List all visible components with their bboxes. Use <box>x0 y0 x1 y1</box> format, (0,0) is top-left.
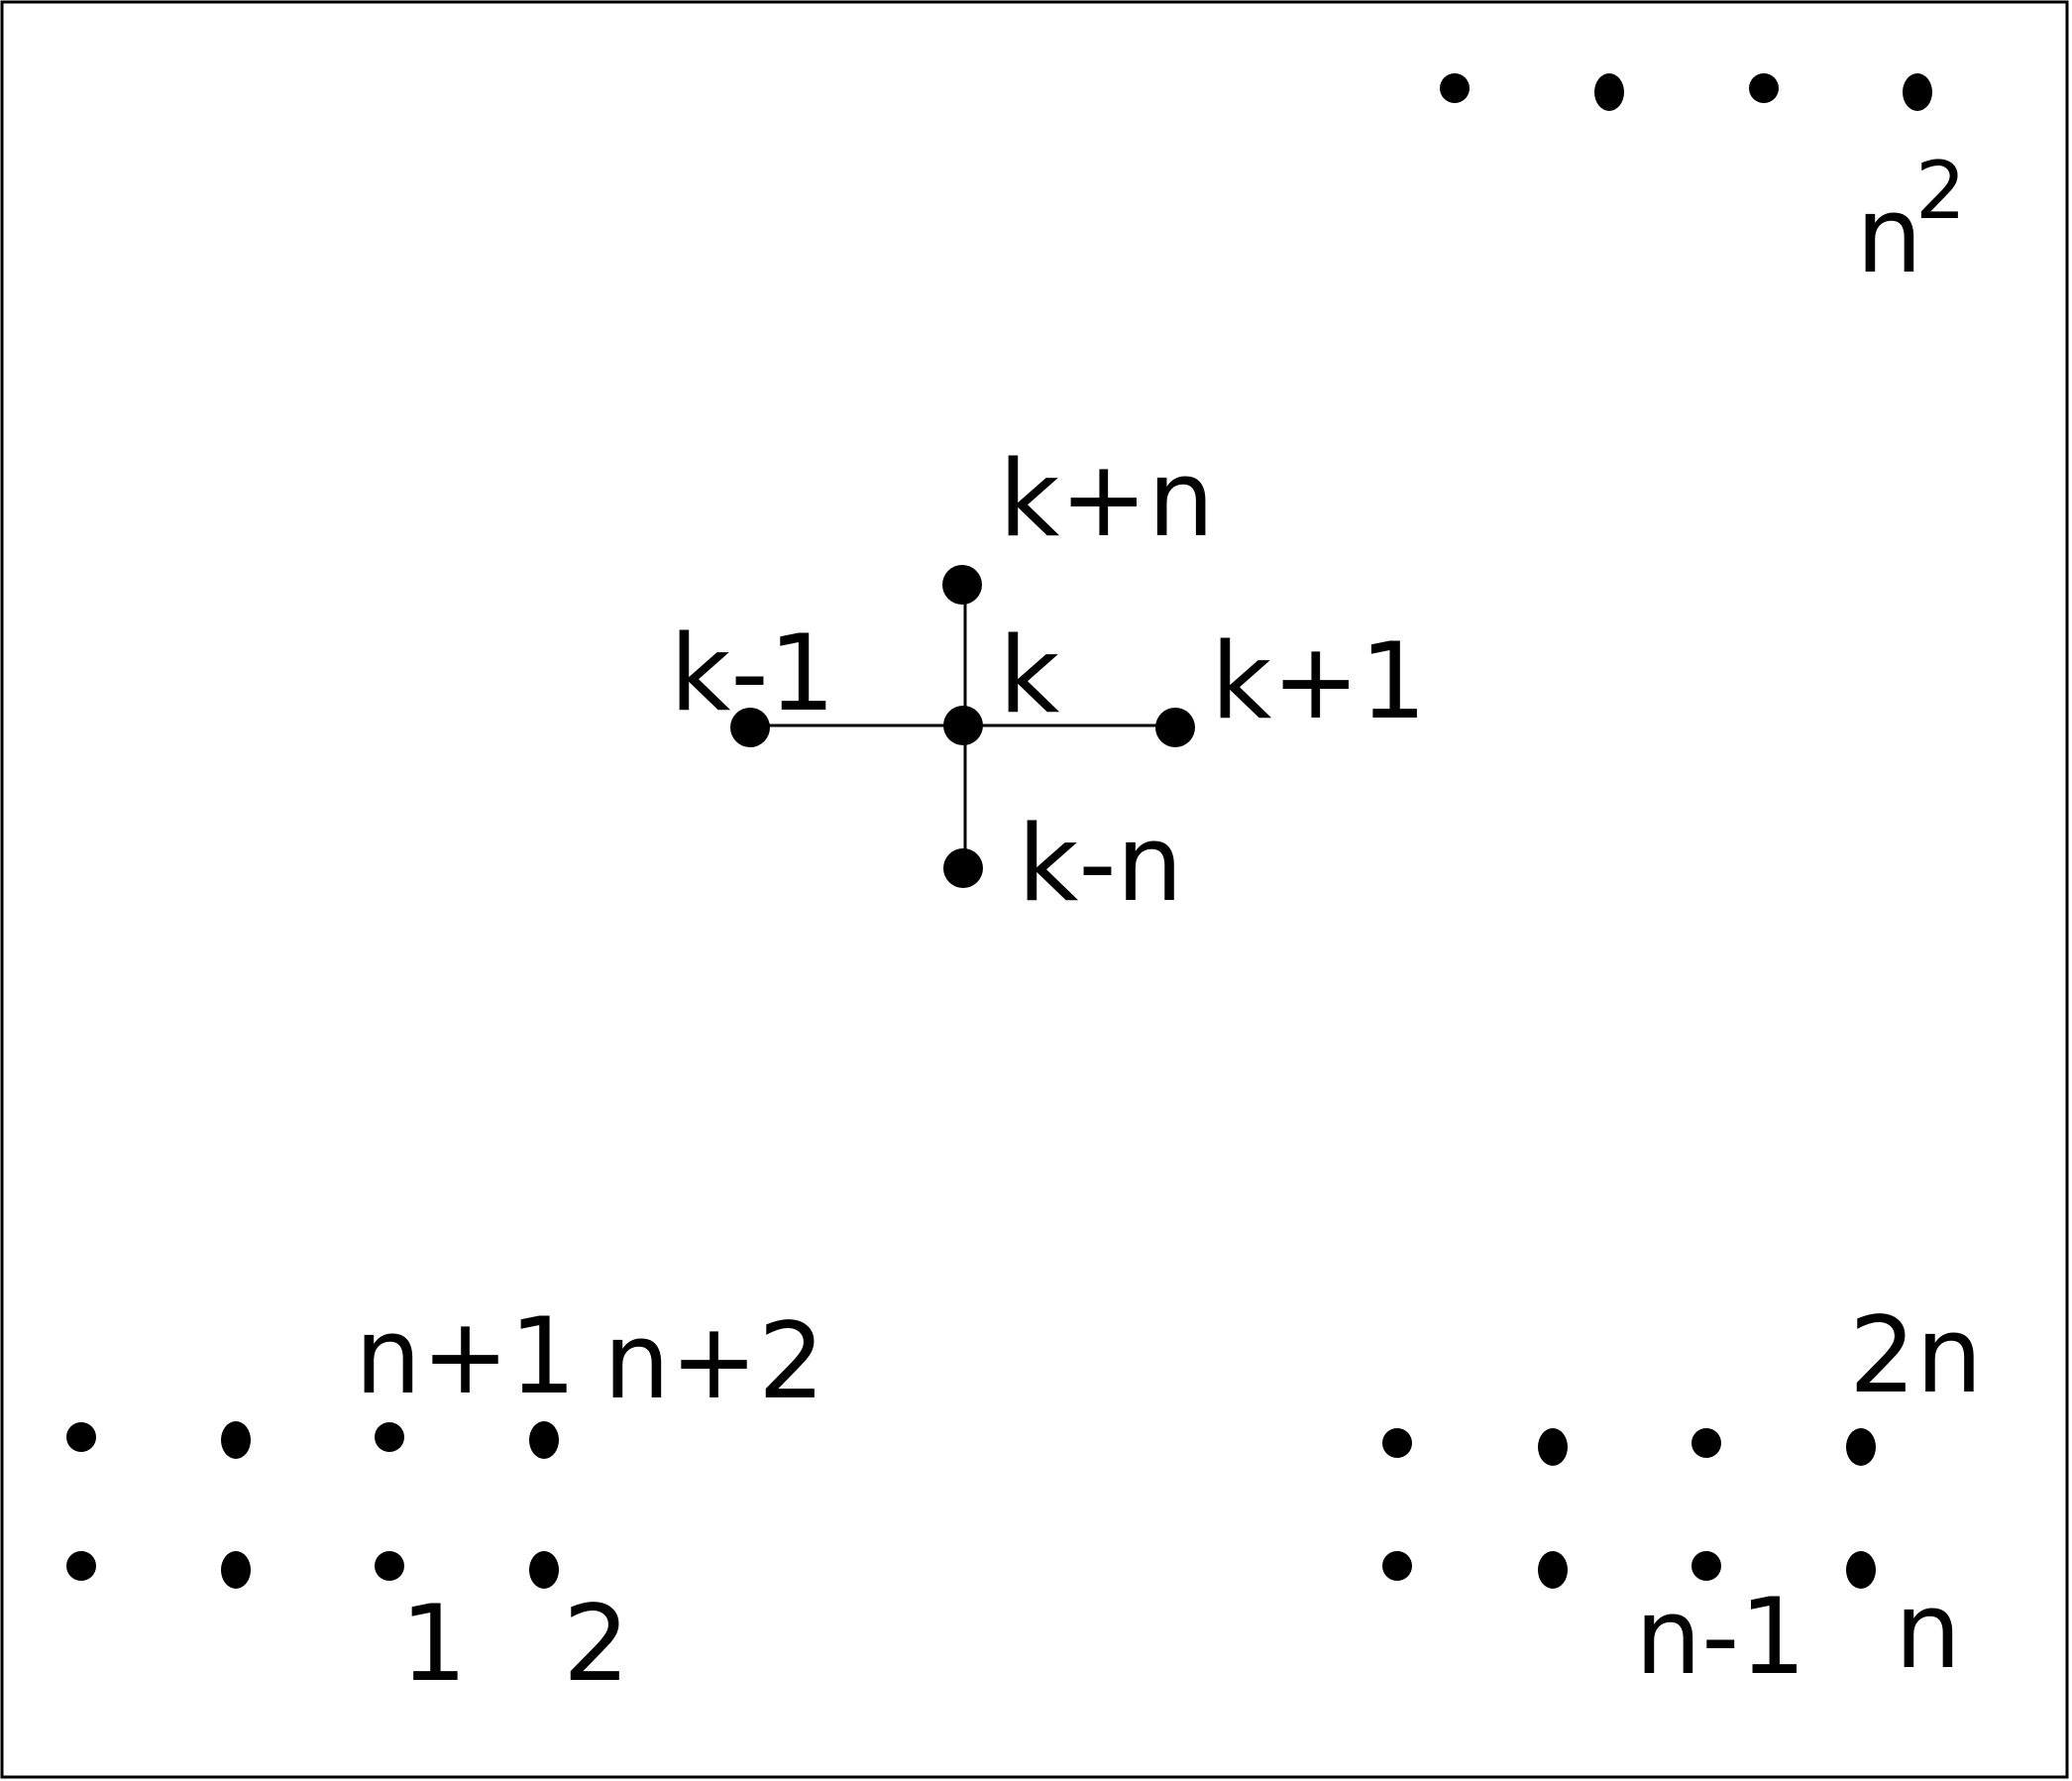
lattice-point <box>375 1422 404 1452</box>
lattice-point <box>1691 1551 1721 1581</box>
top-row-points <box>1440 73 1932 111</box>
lattice-point <box>1594 73 1624 111</box>
label-n-minus-1: n-1 <box>1635 1576 1806 1698</box>
label-k-plus-1: k+1 <box>1211 620 1427 742</box>
lattice-point <box>1846 1428 1876 1466</box>
label-k-plus-n: k+n <box>999 438 1214 560</box>
lattice-point <box>221 1551 251 1589</box>
lattice-point <box>221 1421 251 1459</box>
bottom-right-points <box>1382 1428 1876 1589</box>
lattice-point <box>1538 1428 1568 1466</box>
lattice-point <box>1538 1551 1568 1589</box>
stencil-edges <box>750 585 1175 868</box>
stencil-points <box>730 565 1195 888</box>
node-k-plus-1 <box>1155 708 1195 747</box>
label-n-squared-base: n <box>1856 174 1922 296</box>
label-1: 1 <box>400 1583 467 1705</box>
node-k-minus-n <box>943 848 983 888</box>
lattice-point <box>66 1551 96 1581</box>
lattice-point <box>1903 73 1932 111</box>
label-n-plus-2: n+2 <box>603 1300 824 1422</box>
label-k-minus-n: k-n <box>1018 803 1183 925</box>
node-k-plus-n <box>942 565 982 605</box>
lattice-point <box>529 1551 559 1589</box>
label-k: k <box>999 614 1060 736</box>
label-k-minus-1: k-1 <box>670 612 835 734</box>
lattice-point <box>529 1421 559 1459</box>
lattice-point <box>1749 73 1779 103</box>
lattice-point <box>1382 1428 1412 1458</box>
lattice-point <box>1691 1428 1721 1458</box>
label-n: n <box>1895 1570 1961 1692</box>
lattice-point <box>1846 1551 1876 1589</box>
lattice-point <box>1440 73 1470 103</box>
label-n-squared-exponent: 2 <box>1915 145 1966 237</box>
node-k <box>943 706 983 745</box>
lattice-point <box>1382 1551 1412 1581</box>
label-2: 2 <box>563 1583 629 1705</box>
node-k-minus-1 <box>730 708 770 747</box>
lattice-point <box>66 1422 96 1452</box>
lattice-point <box>375 1551 404 1581</box>
label-2n: 2n <box>1849 1294 1983 1416</box>
bottom-left-points <box>66 1421 559 1589</box>
label-n-plus-1: n+1 <box>355 1295 576 1417</box>
